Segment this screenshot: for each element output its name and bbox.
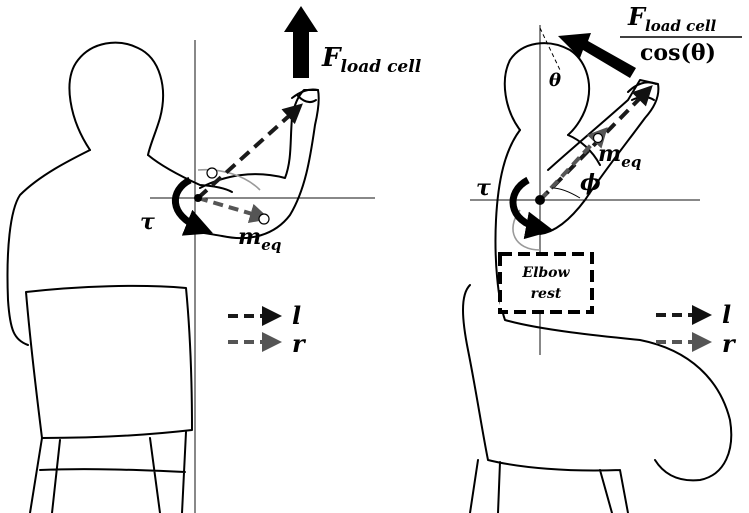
phi-arc <box>551 187 581 199</box>
left-torso <box>6 149 233 346</box>
left-head <box>68 41 164 156</box>
left-mass-marker <box>258 213 270 225</box>
right-chair <box>462 284 629 513</box>
right-force-label: Fload cell <box>627 2 717 35</box>
right-legend-r-label: r <box>722 329 737 358</box>
right-force-fraction: Fload cell cos(θ) <box>620 2 742 66</box>
left-torque-arc <box>172 176 213 236</box>
right-raised-arm <box>539 79 660 235</box>
right-mass-label: meq <box>598 141 641 171</box>
cos-denominator-label: cos(θ) <box>640 40 716 66</box>
left-lever-l-vector <box>196 103 303 200</box>
theta-label: θ <box>549 70 561 91</box>
theta-reference-line <box>539 27 561 71</box>
phi-label: ϕ <box>580 170 601 196</box>
elbow-rest-box: Elbow rest <box>498 252 594 314</box>
right-legend: l r <box>656 300 737 358</box>
elbow-rest-line1: Elbow <box>521 265 570 281</box>
left-mass-label: meq <box>238 224 281 254</box>
right-force-arrow <box>558 33 636 78</box>
right-figure <box>462 25 733 513</box>
left-figure <box>6 40 375 513</box>
right-torque-label: τ <box>476 175 491 201</box>
left-grey-arc <box>197 168 261 191</box>
left-joint-center <box>194 194 202 202</box>
left-legend-l-label: l <box>292 301 301 330</box>
left-force-arrow <box>284 6 318 78</box>
left-legend: l r <box>228 301 307 358</box>
left-raised-arm <box>195 89 320 240</box>
left-chair-legs <box>29 431 187 513</box>
left-shoulder-marker <box>206 167 218 179</box>
left-torque-label: τ <box>140 209 155 235</box>
right-mass-marker <box>592 132 604 144</box>
elbow-rest-line2: rest <box>531 286 562 302</box>
right-joint-center <box>535 195 545 205</box>
left-force-label: Fload cell <box>321 43 422 77</box>
right-torque-arc <box>509 176 554 240</box>
left-lever-r-vector <box>197 196 270 224</box>
right-legend-l-label: l <box>722 300 731 329</box>
svg-text:Fload cell: Fload cell <box>321 43 422 77</box>
right-head <box>503 42 590 136</box>
left-legend-r-label: r <box>292 329 307 358</box>
left-hand <box>291 88 319 104</box>
left-chair-back <box>25 284 193 439</box>
